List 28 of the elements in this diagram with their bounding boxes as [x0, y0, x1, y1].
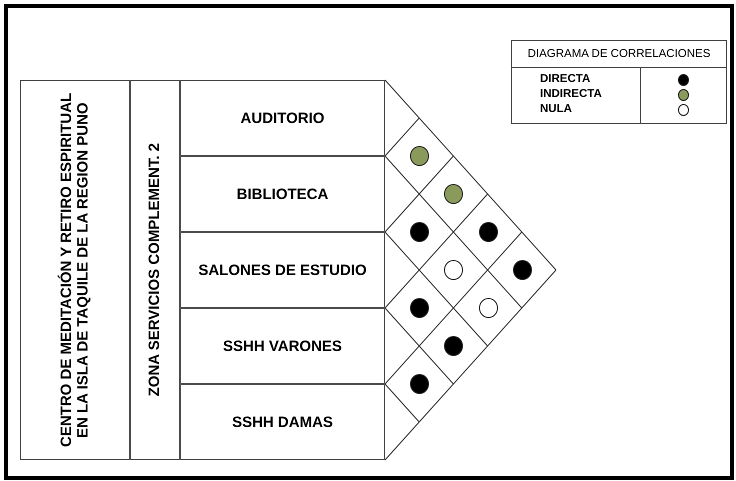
space-name: SSHH VARONES — [223, 338, 342, 354]
correlation-dot — [444, 336, 464, 356]
legend-label: NULA — [540, 103, 572, 115]
space-name-box — [180, 384, 385, 460]
space-name-box — [180, 308, 385, 384]
space-name-box — [180, 80, 385, 156]
project-title-box — [20, 80, 130, 460]
space-name: BIBLIOTECA — [236, 186, 328, 202]
correlation-dot — [410, 222, 430, 242]
vertical-label: CENTRO DE MEDITACIÓN Y RETIRO ESPIRITUAL EN LA ISLA DE TAQUILE DE LA REGION PUNO — [58, 92, 92, 450]
correlation-dot — [478, 222, 498, 242]
correlation-dot — [410, 146, 430, 166]
space-name: SALONES DE ESTUDIO — [198, 262, 367, 278]
correlation-dot — [410, 298, 430, 318]
space-name: SSHH DAMAS — [232, 414, 333, 430]
legend-title: DIAGRAMA DE CORRELACIONES — [512, 41, 726, 68]
correlation-dot — [444, 184, 464, 204]
zone-label-box — [130, 80, 180, 460]
correlation-dot — [512, 260, 532, 280]
vertical-label: ZONA SERVICIOS COMPLEMENT. 2 — [146, 143, 164, 397]
correlation-dot — [410, 374, 430, 394]
space-name-box — [180, 232, 385, 308]
legend-label: DIRECTA — [540, 73, 590, 85]
correlation-dot — [478, 298, 498, 318]
correlation-dot — [444, 260, 464, 280]
space-name-box — [180, 156, 385, 232]
legend-label: INDIRECTA — [540, 88, 602, 100]
space-name: AUDITORIO — [240, 110, 324, 126]
